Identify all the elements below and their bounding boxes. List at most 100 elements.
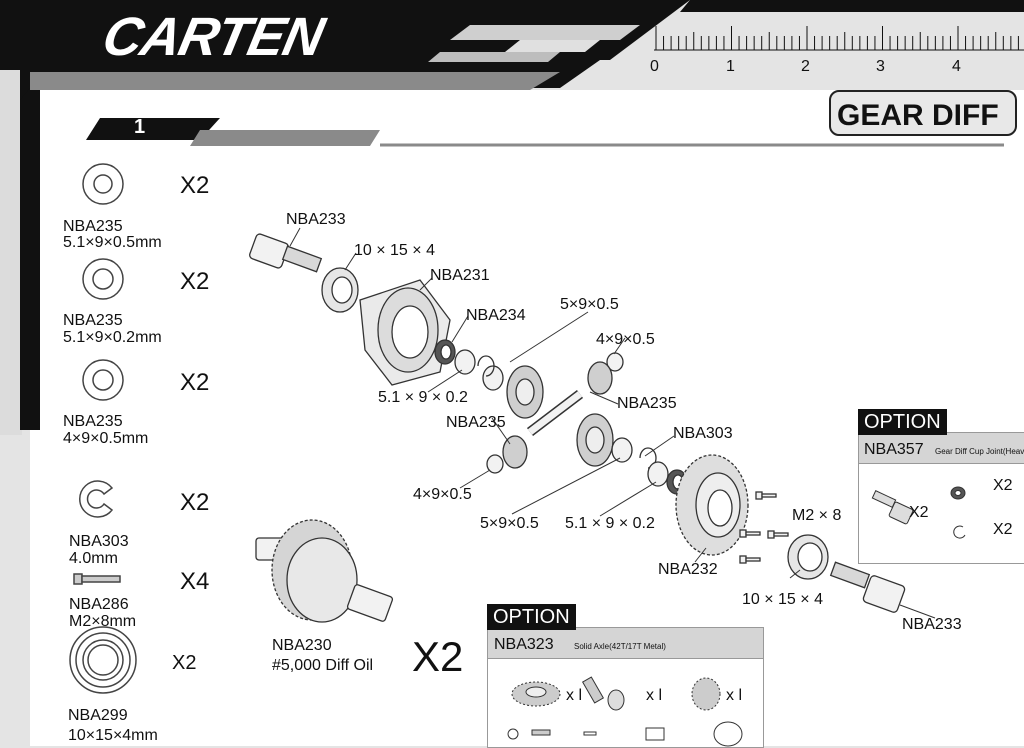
option-part-desc: Gear Diff Cup Joint(Heav <box>935 447 1024 456</box>
option-tab-bottom: OPTION <box>487 604 576 630</box>
header-gray-band <box>30 72 560 90</box>
screw-part <box>767 530 789 539</box>
part-qty: X2 <box>180 268 210 295</box>
bevel-gear-small-top <box>587 361 613 395</box>
part-qty: X2 <box>180 489 210 516</box>
ruler-label: 0 <box>650 58 659 75</box>
ruler <box>654 26 1024 51</box>
option-box-right: NBA357 Gear Diff Cup Joint(Heav X2 X2 X2 <box>858 432 1024 564</box>
option-qty: x l <box>566 687 582 704</box>
label-nba235-left: NBA235 <box>446 414 506 431</box>
part-code: NBA235 <box>63 312 123 329</box>
left-black-strip <box>20 70 40 430</box>
section-title-badge: GEAR DIFF <box>829 90 1017 136</box>
part-qty: X2 <box>172 652 197 674</box>
label-nba231: NBA231 <box>430 267 490 284</box>
label-nba234: NBA234 <box>466 307 526 324</box>
part-code: NBA299 <box>68 707 128 724</box>
bearing-bottom <box>787 534 829 580</box>
label-nba233-top: NBA233 <box>286 211 346 228</box>
option-qty: x l <box>646 687 662 704</box>
step-number: 1 <box>134 116 146 138</box>
label-washer-51x9x02-top: 5.1 × 9 × 0.2 <box>378 389 468 406</box>
bearing-icon <box>713 721 743 747</box>
screw-part <box>739 555 761 564</box>
option-part-code: NBA323 <box>494 636 554 653</box>
option-qty: x l <box>726 687 742 704</box>
label-washer-51x9x02-bottom: 5.1 × 9 × 0.2 <box>565 515 655 532</box>
option-qty: X2 <box>993 477 1013 494</box>
step-banner-gray <box>190 130 380 146</box>
ruler-label: 1 <box>726 58 735 75</box>
option-box-bottom: NBA323 Solid Axle(42T/17T Metal) x l x l… <box>487 627 764 748</box>
assembled-diff <box>255 519 394 623</box>
pinion-gear-icon <box>691 677 721 711</box>
pin-icon <box>583 731 597 736</box>
screw-part <box>755 491 777 500</box>
bevel-gear-large-bottom <box>576 413 614 467</box>
spacer-icon <box>645 727 665 741</box>
washer-icon <box>507 728 519 740</box>
e-clip-icon <box>953 525 966 539</box>
label-nba233-bottom: NBA233 <box>902 616 962 633</box>
deco-stripe-2 <box>505 40 600 52</box>
bevel-gear-small-bottom <box>502 435 528 469</box>
option-qty: X2 <box>993 521 1013 538</box>
part-code: NBA286 <box>69 596 129 613</box>
bevel-gear-large-top <box>506 365 544 419</box>
section-title: GEAR DIFF <box>837 99 999 132</box>
label-washer-4x9x05-bottom: 4×9×0.5 <box>413 486 472 503</box>
option-box-header <box>488 628 763 659</box>
label-washer-4x9x05-top: 4×9×0.5 <box>596 331 655 348</box>
label-washer-5x9x05-top: 5×9×0.5 <box>560 296 619 313</box>
part-qty: X2 <box>180 369 210 396</box>
e-clip-part <box>477 355 495 377</box>
solid-axle-icon <box>581 676 605 704</box>
part-qty: X4 <box>180 568 210 595</box>
ruler-label: 2 <box>801 58 810 75</box>
diff-oil-label: #5,000 Diff Oil <box>272 657 374 674</box>
washer-part <box>482 365 504 391</box>
bearing-icon <box>69 626 137 694</box>
part-size: 5.1×9×0.5mm <box>63 234 162 251</box>
washer-icon <box>82 163 124 205</box>
washer-part <box>647 461 669 487</box>
part-code: NBA303 <box>69 533 129 550</box>
label-nba303: NBA303 <box>673 425 733 442</box>
washer-icon <box>82 258 124 300</box>
part-size: 4.0mm <box>69 550 118 567</box>
part-size: M2×8mm <box>69 613 137 630</box>
option-right-parts <box>871 486 966 539</box>
bearing-top <box>321 267 359 313</box>
label-bearing-bottom: 10 × 15 × 4 <box>742 591 823 608</box>
option-box-header <box>859 433 1024 464</box>
option-qty: X2 <box>909 504 929 521</box>
step-banner-black <box>86 118 220 140</box>
option-bottom-parts <box>507 676 743 747</box>
e-clip-icon <box>79 480 114 518</box>
label-nba232: NBA232 <box>658 561 718 578</box>
washer-part <box>486 454 504 474</box>
washer-part <box>454 349 476 375</box>
screw-icon <box>531 729 551 736</box>
ruler-label: 4 <box>952 58 961 75</box>
diff-assembly-code: NBA230 <box>272 637 332 654</box>
header-top-right <box>680 0 1024 12</box>
washer-part <box>611 437 633 463</box>
screw-icon <box>73 573 121 585</box>
label-nba235-right: NBA235 <box>617 395 677 412</box>
screw-part <box>739 529 761 538</box>
deco-stripe-3 <box>428 52 560 62</box>
part-code: NBA235 <box>63 218 123 235</box>
deco-stripe-1 <box>450 25 640 40</box>
cup-joint-bottom <box>829 561 906 613</box>
cup-joint-icon <box>871 490 897 508</box>
part-size: 10×15×4mm <box>68 727 158 744</box>
label-washer-5x9x05-bottom: 5×9×0.5 <box>480 515 539 532</box>
left-frame <box>0 0 22 435</box>
label-bearing-top: 10 × 15 × 4 <box>354 242 435 259</box>
ruler-label: 3 <box>876 58 885 75</box>
